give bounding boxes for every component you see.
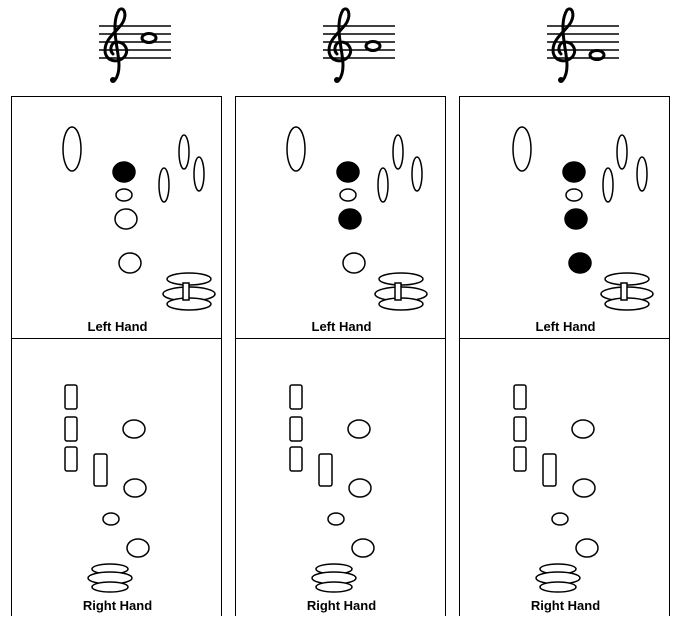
octave-key-icon (162, 272, 216, 311)
left-hand-panel: Left Hand (235, 96, 446, 339)
key-1a (115, 188, 133, 202)
left-hand-label: Left Hand (311, 319, 372, 334)
treble-clef-icon (103, 7, 129, 83)
whole-note (140, 32, 158, 44)
palm-key-4 (542, 453, 557, 487)
left-hand-panel: Left Hand (459, 96, 670, 339)
palm-key-2 (64, 416, 78, 442)
right-hand-panel: Right Hand (11, 338, 222, 616)
key-4 (122, 419, 146, 439)
palm-key-1 (64, 384, 78, 410)
right-hand-label: Right Hand (306, 598, 377, 613)
low-key-cluster-icon (311, 563, 357, 593)
left-hand-label: Left Hand (87, 319, 148, 334)
key-3 (342, 252, 366, 274)
key-5 (348, 478, 372, 498)
key-1 (112, 161, 136, 183)
key-6 (126, 538, 150, 558)
right-hand-label: Right Hand (82, 598, 153, 613)
thumb-hole-key (286, 126, 306, 172)
staff-notation (235, 0, 448, 95)
key-6 (351, 538, 375, 558)
side-key-2 (377, 167, 389, 203)
octave-key-icon (600, 272, 654, 311)
right-hand-keys (513, 384, 599, 593)
palm-key-2 (289, 416, 303, 442)
fingering-column-2: Left Hand Right Hand (235, 0, 448, 616)
left-hand-keys (512, 126, 654, 311)
left-hand-label: Left Hand (535, 319, 596, 334)
palm-key-4 (93, 453, 108, 487)
treble-staff (547, 7, 619, 83)
staff-notation (11, 0, 224, 95)
fingering-column-1: Left Hand Right Hand (11, 0, 224, 616)
left-hand-keys (62, 126, 216, 311)
palm-key-3 (289, 446, 303, 472)
right-hand-label: Right Hand (530, 598, 601, 613)
treble-clef-icon (551, 7, 577, 83)
staff-notation (459, 0, 672, 95)
treble-clef-icon (327, 7, 353, 83)
palm-key-4 (318, 453, 333, 487)
left-hand-panel: Left Hand (11, 96, 222, 339)
whole-note (588, 49, 606, 61)
thumb-hole-key (62, 126, 82, 172)
key-2 (564, 208, 588, 230)
key-5a (551, 512, 569, 526)
key-2 (114, 208, 138, 230)
treble-staff (99, 7, 171, 83)
low-key-cluster-icon (535, 563, 581, 593)
fingering-column-3: Left Hand Right Hand (459, 0, 672, 616)
side-key-3 (193, 156, 205, 192)
side-key-1 (616, 134, 628, 170)
key-1a (339, 188, 357, 202)
key-4 (347, 419, 371, 439)
side-key-2 (158, 167, 170, 203)
side-key-3 (636, 156, 648, 192)
key-3 (568, 252, 592, 274)
palm-key-1 (289, 384, 303, 410)
side-key-1 (392, 134, 404, 170)
treble-staff (323, 7, 395, 83)
side-key-3 (411, 156, 423, 192)
palm-key-2 (513, 416, 527, 442)
octave-key-icon (374, 272, 428, 311)
side-key-2 (602, 167, 614, 203)
right-hand-keys (64, 384, 150, 593)
thumb-hole-key (512, 126, 532, 172)
key-5 (123, 478, 147, 498)
key-5 (572, 478, 596, 498)
key-3 (118, 252, 142, 274)
side-key-1 (178, 134, 190, 170)
key-1a (565, 188, 583, 202)
low-key-cluster-icon (87, 563, 133, 593)
key-6 (575, 538, 599, 558)
key-1 (562, 161, 586, 183)
left-hand-keys (286, 126, 428, 311)
key-5a (102, 512, 120, 526)
key-1 (336, 161, 360, 183)
palm-key-3 (513, 446, 527, 472)
right-hand-panel: Right Hand (459, 338, 670, 616)
key-2 (338, 208, 362, 230)
key-4 (571, 419, 595, 439)
right-hand-keys (289, 384, 375, 593)
palm-key-3 (64, 446, 78, 472)
whole-note (364, 40, 382, 52)
palm-key-1 (513, 384, 527, 410)
right-hand-panel: Right Hand (235, 338, 446, 616)
key-5a (327, 512, 345, 526)
